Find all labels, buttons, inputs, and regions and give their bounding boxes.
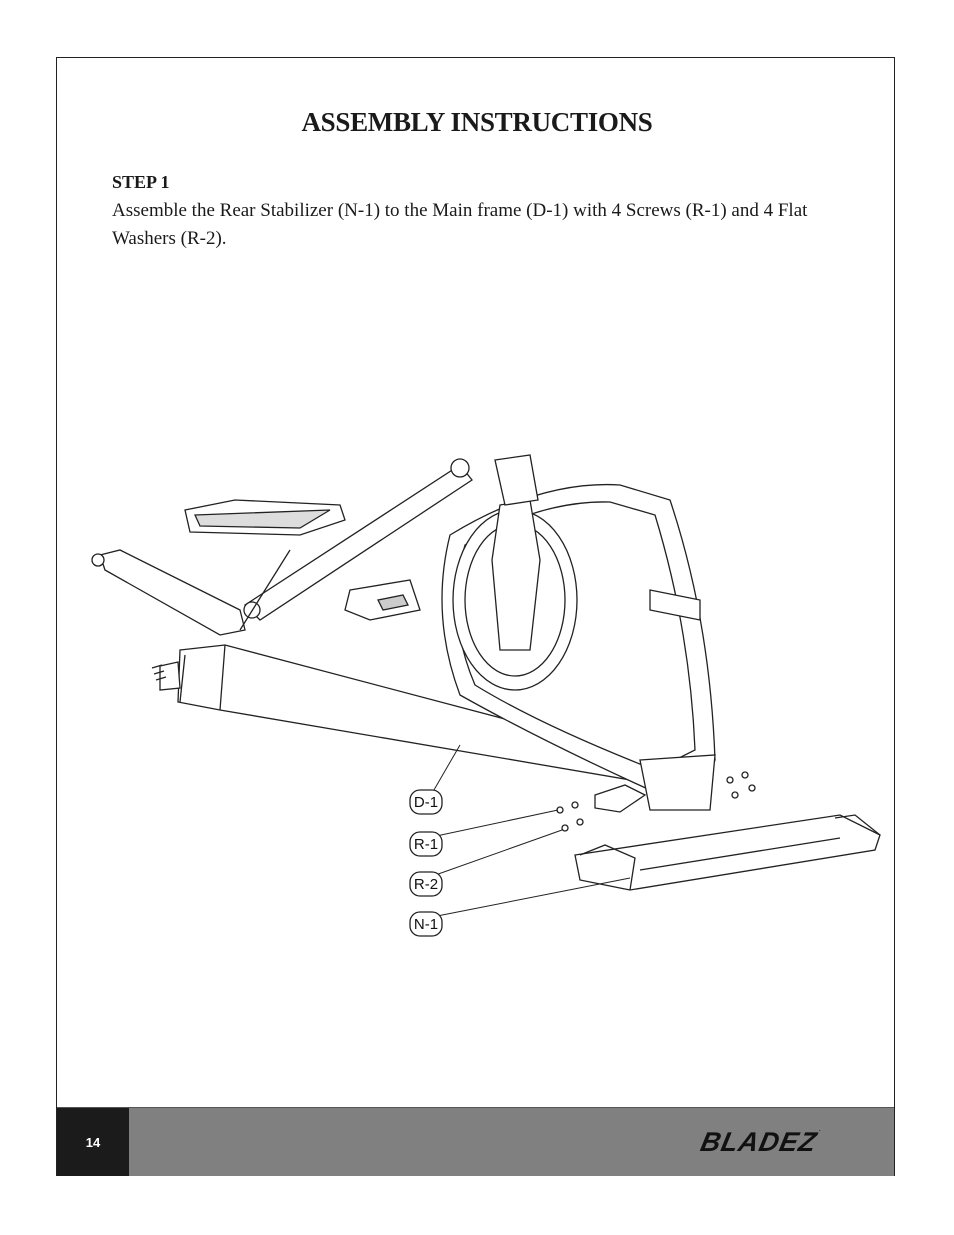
step-instructions: Assemble the Rear Stabilizer (N-1) to th… (112, 200, 808, 249)
label-r2: R-2 (409, 871, 443, 897)
label-r1: R-1 (409, 831, 443, 857)
label-d1: D-1 (409, 789, 443, 815)
page-footer: 14 BLADEZ. (57, 1107, 894, 1176)
page-number: 14 (57, 1108, 129, 1176)
svg-text:N-1: N-1 (414, 916, 438, 933)
flywheel-housing (441, 483, 716, 811)
pedal-arm (91, 549, 291, 636)
rear-stabilizer-n1 (574, 814, 881, 891)
step-heading: STEP 1 (112, 172, 170, 192)
trademark-mark: . (818, 1127, 823, 1133)
svg-text:R-2: R-2 (414, 876, 438, 893)
handle-arm (243, 454, 539, 621)
brand-logo: BLADEZ. (698, 1127, 823, 1158)
brand-name: BLADEZ (697, 1127, 820, 1157)
main-frame-d1 (151, 644, 661, 786)
assembly-diagram: D-1 R-1 R-2 N-1 (91, 454, 881, 937)
pedal-rear (344, 579, 421, 621)
stabilizer-bracket (556, 771, 756, 832)
label-n1: N-1 (409, 911, 443, 937)
page-title: ASSEMBLY INSTRUCTIONS (301, 107, 653, 137)
leader-lines (426, 744, 631, 919)
pedal-front (184, 499, 346, 536)
svg-text:R-1: R-1 (414, 836, 438, 853)
svg-text:D-1: D-1 (414, 794, 438, 811)
